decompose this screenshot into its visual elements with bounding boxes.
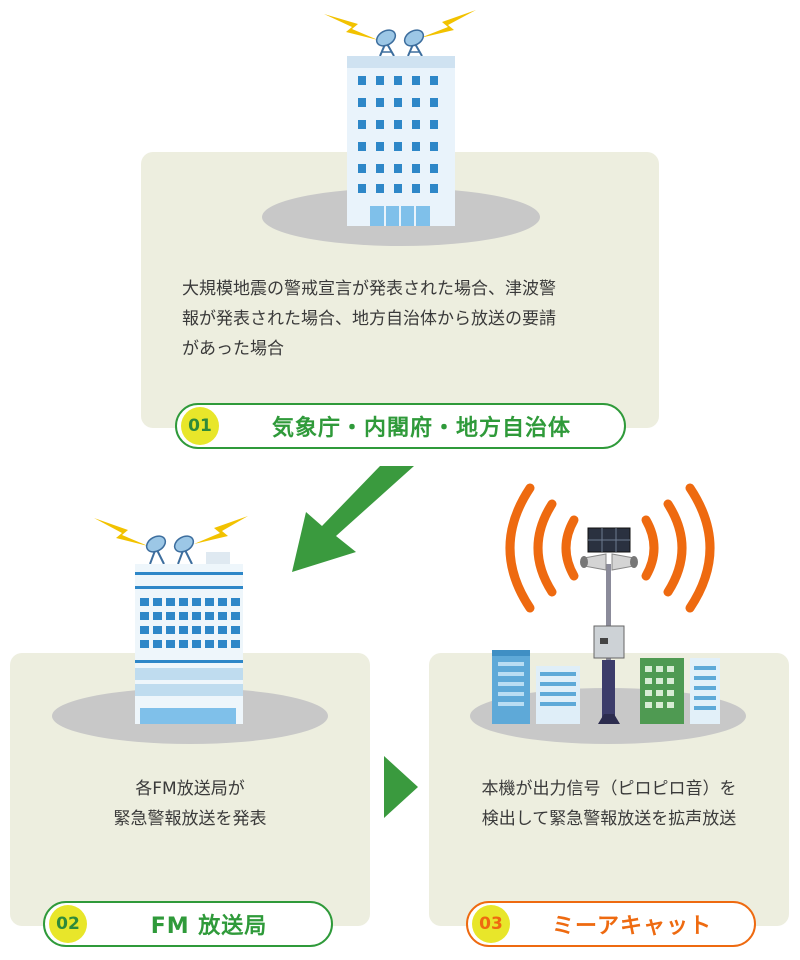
description-line: 大規模地震の警戒宣言が発表された場合、津波警 bbox=[182, 279, 556, 299]
step-03-description: 本機が出力信号（ピロピロ音）を 検出して緊急警報放送を拡声放送 bbox=[429, 774, 789, 834]
satellite-dish-icon bbox=[375, 29, 397, 57]
building-icon bbox=[536, 666, 580, 724]
building-icon bbox=[324, 10, 476, 226]
lightning-icon bbox=[420, 10, 476, 38]
step-02-label: 02 FM 放送局 bbox=[43, 901, 333, 947]
satellite-dish-icon bbox=[403, 29, 425, 57]
description-line: 本機が出力信号（ピロピロ音）を bbox=[481, 779, 737, 799]
building-icon bbox=[640, 658, 684, 724]
description-line: 検出して緊急警報放送を拡声放送 bbox=[481, 809, 737, 829]
arrow-icon bbox=[384, 756, 418, 818]
lightning-icon bbox=[94, 518, 148, 546]
lightning-icon bbox=[194, 516, 248, 544]
step-title: ミーアキャット bbox=[551, 914, 713, 939]
step-01-label: 01 気象庁・内閣府・地方自治体 bbox=[175, 403, 626, 449]
step-02-description: 各FM放送局が 緊急警報放送を発表 bbox=[10, 774, 370, 834]
step-01-description: 大規模地震の警戒宣言が発表された場合、津波警 報が発表された場合、地方自治体から… bbox=[182, 274, 632, 364]
step-title: FM 放送局 bbox=[150, 914, 268, 939]
description-line: 各FM放送局が bbox=[135, 779, 245, 799]
radio-wave-icon bbox=[505, 483, 715, 613]
step-number-badge: 01 bbox=[181, 407, 219, 445]
step-03-label: 03 ミーアキャット bbox=[466, 901, 756, 947]
building-icon bbox=[690, 658, 720, 724]
building-icon bbox=[492, 650, 530, 724]
arrow-icon bbox=[292, 466, 414, 572]
step-number-badge: 03 bbox=[472, 905, 510, 943]
description-line: 緊急警報放送を発表 bbox=[113, 809, 267, 829]
building-icon bbox=[94, 516, 248, 724]
satellite-dish-icon bbox=[173, 535, 195, 565]
satellite-dish-icon bbox=[145, 535, 167, 565]
description-line: があった場合 bbox=[182, 339, 284, 359]
lightning-icon bbox=[324, 14, 378, 40]
step-number-badge: 02 bbox=[49, 905, 87, 943]
description-line: 報が発表された場合、地方自治体から放送の要請 bbox=[182, 309, 556, 329]
siren-pole-icon bbox=[492, 527, 720, 724]
step-title: 気象庁・内閣府・地方自治体 bbox=[271, 416, 571, 441]
